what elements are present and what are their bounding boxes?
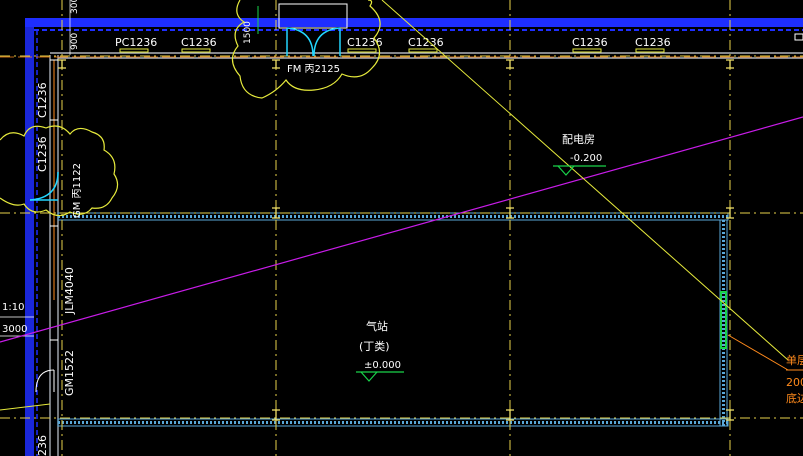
left-fragment-ratio: 1:10 bbox=[2, 302, 24, 313]
hatched-wall-middle bbox=[57, 212, 729, 221]
right-note-line1: 单层 bbox=[786, 354, 803, 367]
left-door-label: GM 丙1122 bbox=[72, 163, 83, 218]
window-label-2: C1236 bbox=[181, 36, 217, 49]
right-note-line3: 底边 bbox=[786, 391, 803, 405]
hatched-wall-bottom bbox=[57, 418, 729, 427]
right-window-green bbox=[720, 291, 727, 349]
left-dim-ticks bbox=[50, 59, 58, 341]
dim-text-1500: 1500 bbox=[243, 21, 253, 44]
top-wall bbox=[25, 18, 803, 27]
room-lower-class: (丁类) bbox=[359, 339, 390, 353]
axis-ticks bbox=[58, 59, 734, 421]
window-label-5: C1236 bbox=[572, 36, 608, 49]
room-upper-level: -0.200 bbox=[570, 153, 602, 164]
room-lower-name: 气站 bbox=[366, 319, 388, 333]
room-lower-level: ±0.000 bbox=[364, 360, 401, 371]
top-door-symbol bbox=[286, 27, 341, 57]
dim-text-300: 300 bbox=[70, 0, 80, 14]
left-wall-outer bbox=[25, 18, 34, 456]
level-mark-lower bbox=[356, 371, 404, 382]
left-bottom-fragment: 236 bbox=[36, 435, 49, 456]
top-door-frame bbox=[278, 3, 348, 29]
magenta-section-line bbox=[0, 116, 803, 343]
window-label-1: PC1236 bbox=[115, 36, 157, 49]
left-fragment-dim: 3000 bbox=[2, 324, 27, 335]
level-mark-upper bbox=[553, 165, 606, 176]
orange-note-leader bbox=[727, 334, 789, 371]
yellow-diagonal-line bbox=[381, 0, 789, 361]
left-window-label-2: C1236 bbox=[36, 136, 49, 172]
left-yellow-stub bbox=[0, 403, 51, 411]
left-lower-door bbox=[35, 369, 55, 393]
window-label-4: C1236 bbox=[408, 36, 444, 49]
window-label-3: C1236 bbox=[347, 36, 383, 49]
left-lower-door-label: GM1522 bbox=[63, 350, 76, 396]
top-door-label: FM 丙2125 bbox=[287, 64, 340, 75]
revision-cloud-top bbox=[231, 0, 381, 99]
left-wall-label: JLM4040 bbox=[63, 267, 76, 315]
revision-cloud-left bbox=[0, 125, 119, 217]
top-windows bbox=[119, 48, 665, 53]
left-window-label-1: C1236 bbox=[36, 82, 49, 118]
corner-marker bbox=[794, 33, 803, 41]
window-label-6: C1236 bbox=[635, 36, 671, 49]
room-upper-name: 配电房 bbox=[562, 133, 595, 146]
right-note-line2: 200 bbox=[786, 376, 803, 389]
left-door-symbol bbox=[29, 171, 59, 201]
dim-text-900: 900 bbox=[70, 33, 80, 50]
